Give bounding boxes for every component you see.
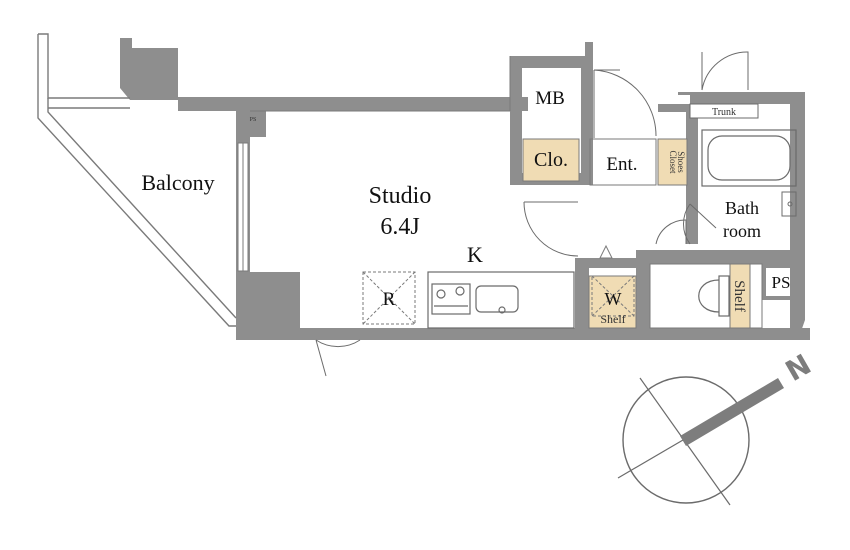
wall-bath-block	[678, 92, 805, 340]
toilet-icon	[698, 275, 730, 317]
shoes-closet-fill	[657, 138, 688, 186]
refrigerator-label: R	[383, 289, 396, 310]
wall-ent-right	[658, 104, 688, 112]
entrance-label: Ent.	[606, 154, 637, 175]
wall-ent-bath	[686, 104, 698, 244]
wall-w-toilet	[636, 250, 650, 340]
trunk-box	[689, 103, 759, 119]
toilet-shelf-label: Shelf	[731, 280, 747, 312]
bathroom-label-1: Bath	[725, 198, 759, 218]
compass-north-label: N	[780, 348, 817, 388]
refrigerator	[362, 271, 416, 325]
doors	[315, 51, 749, 377]
wall-ps-right	[762, 264, 800, 300]
sink-icon	[475, 285, 519, 313]
compass: N	[617, 348, 817, 506]
wall-w-pillar	[588, 258, 638, 268]
ps-label: PS	[772, 273, 791, 292]
kitchen-counter	[427, 271, 575, 329]
compass-circle	[622, 376, 750, 504]
walls	[120, 38, 810, 340]
shoes-closet-label-2: Closet	[668, 150, 678, 174]
ps-small-label: PS	[250, 117, 257, 123]
wall-under-bath	[640, 250, 805, 264]
toilet-door	[655, 219, 687, 245]
balcony-outline	[37, 33, 237, 327]
shoes-closet-label-1: Shoes	[676, 151, 686, 173]
bathtub-icon	[701, 129, 797, 187]
bathroom-label-2: room	[723, 221, 761, 241]
closet-label: Clo.	[534, 149, 568, 171]
balcony-window	[237, 142, 249, 272]
wall-bottom	[300, 328, 810, 340]
closet-fill	[522, 138, 580, 182]
wall-ps-small	[236, 111, 266, 137]
washer	[591, 275, 635, 317]
wall-mb-block	[510, 42, 593, 185]
bathroom-door	[683, 203, 717, 245]
kitchen-label: K	[467, 242, 483, 267]
studio-label: Studio	[369, 183, 432, 209]
washer-label: W	[605, 289, 622, 309]
wall-kitchen-right	[575, 258, 589, 340]
entrance-door	[593, 69, 657, 138]
toilet-room-outline	[649, 263, 763, 329]
studio-outline	[250, 56, 511, 112]
bottom-door	[315, 339, 361, 377]
bath-basin-icon	[781, 191, 797, 217]
trunk-hatch-door	[701, 51, 749, 91]
balcony-label: Balcony	[141, 170, 214, 195]
trunk-label: Trunk	[712, 107, 736, 118]
compass-needle-icon	[680, 378, 784, 446]
wall-bottom-left-block	[236, 272, 300, 340]
stove-icon	[431, 283, 471, 315]
wall-top-left-pillar	[120, 38, 178, 100]
studio-size-label: 6.4J	[380, 214, 419, 240]
studio-door	[523, 201, 579, 257]
wall-top	[178, 97, 528, 111]
washer-shelf-label: Shelf	[600, 312, 625, 326]
entrance-step	[589, 138, 657, 259]
mb-label: MB	[535, 88, 565, 109]
